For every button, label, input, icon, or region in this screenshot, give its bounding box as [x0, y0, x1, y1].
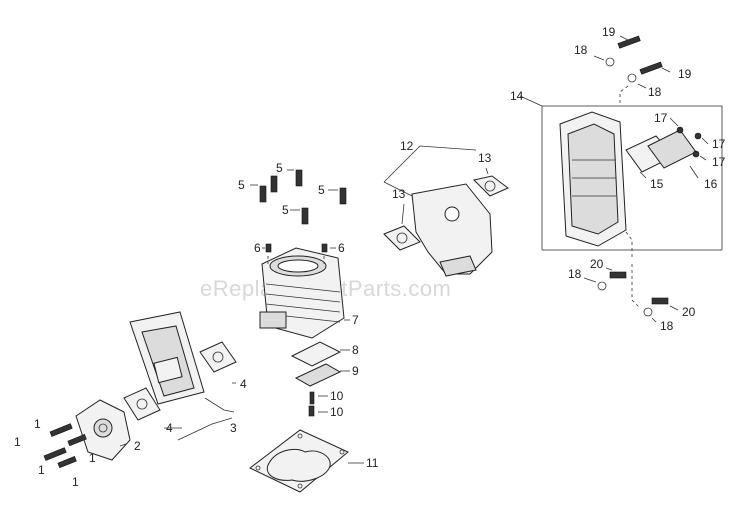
callout-1: 1: [89, 451, 96, 465]
callout-13: 13: [478, 151, 492, 165]
part-14-muffler: [559, 111, 627, 247]
part-18-washers-top: [605, 57, 637, 83]
part-19-bolts-top: [617, 35, 663, 75]
part-10-screws: [308, 391, 315, 417]
callout-17: 17: [712, 155, 726, 169]
callout-8: 8: [352, 343, 359, 357]
callout-18: 18: [574, 43, 588, 57]
callout-17: 17: [712, 137, 726, 151]
callout-18: 18: [568, 267, 582, 281]
callout-3: 3: [230, 421, 237, 435]
callout-17: 17: [654, 111, 668, 125]
callout-1: 1: [38, 463, 45, 477]
callout-18: 18: [660, 319, 674, 333]
callout-10: 10: [330, 389, 344, 403]
callout-4: 4: [166, 421, 173, 435]
callout-4: 4: [240, 377, 247, 391]
callout-13: 13: [392, 187, 406, 201]
part-7-cylinder: [259, 247, 345, 339]
callout-20: 20: [682, 305, 696, 319]
callout-19: 19: [678, 67, 692, 81]
callout-12: 12: [400, 139, 414, 153]
part-12-heat-shield: [411, 183, 493, 277]
callout-15: 15: [650, 177, 664, 191]
part-18-washers-bottom: [597, 281, 653, 317]
callout-11: 11: [366, 456, 379, 470]
callout-1: 1: [34, 417, 41, 431]
part-1-screws: [43, 423, 87, 469]
callout-16: 16: [704, 177, 718, 191]
part-3-intake-plate: [129, 311, 205, 405]
callout-10: 10: [330, 405, 344, 419]
part-13-gasket-right: [473, 175, 509, 197]
part-9-spacer: [294, 363, 342, 387]
callout-1: 1: [72, 475, 79, 489]
callout-6: 6: [338, 241, 345, 255]
part-11-gasket: [249, 429, 349, 493]
callout-6: 6: [254, 241, 261, 255]
part-5-bolts: [259, 169, 347, 225]
callout-5: 5: [282, 203, 289, 217]
part-2-carburetor: [75, 399, 131, 461]
part-6-dowels: [265, 243, 328, 253]
callout-2: 2: [134, 439, 141, 453]
callout-14: 14: [510, 89, 524, 103]
part-4-gasket-upper: [199, 341, 237, 373]
callout-9: 9: [352, 364, 359, 378]
part-4-gasket-lower: [123, 387, 161, 421]
callout-1: 1: [14, 435, 21, 449]
callout-5: 5: [276, 161, 283, 175]
callout-5: 5: [318, 183, 325, 197]
callout-18: 18: [648, 85, 662, 99]
callout-7: 7: [352, 313, 359, 327]
part-8-gasket: [290, 341, 342, 367]
part-20-bolts-bottom: [609, 271, 669, 305]
callout-20: 20: [590, 257, 604, 271]
part-17-screws: [676, 126, 702, 158]
callout-19: 19: [602, 25, 616, 39]
part-13-gasket-left: [383, 225, 421, 251]
callout-5: 5: [238, 178, 245, 192]
